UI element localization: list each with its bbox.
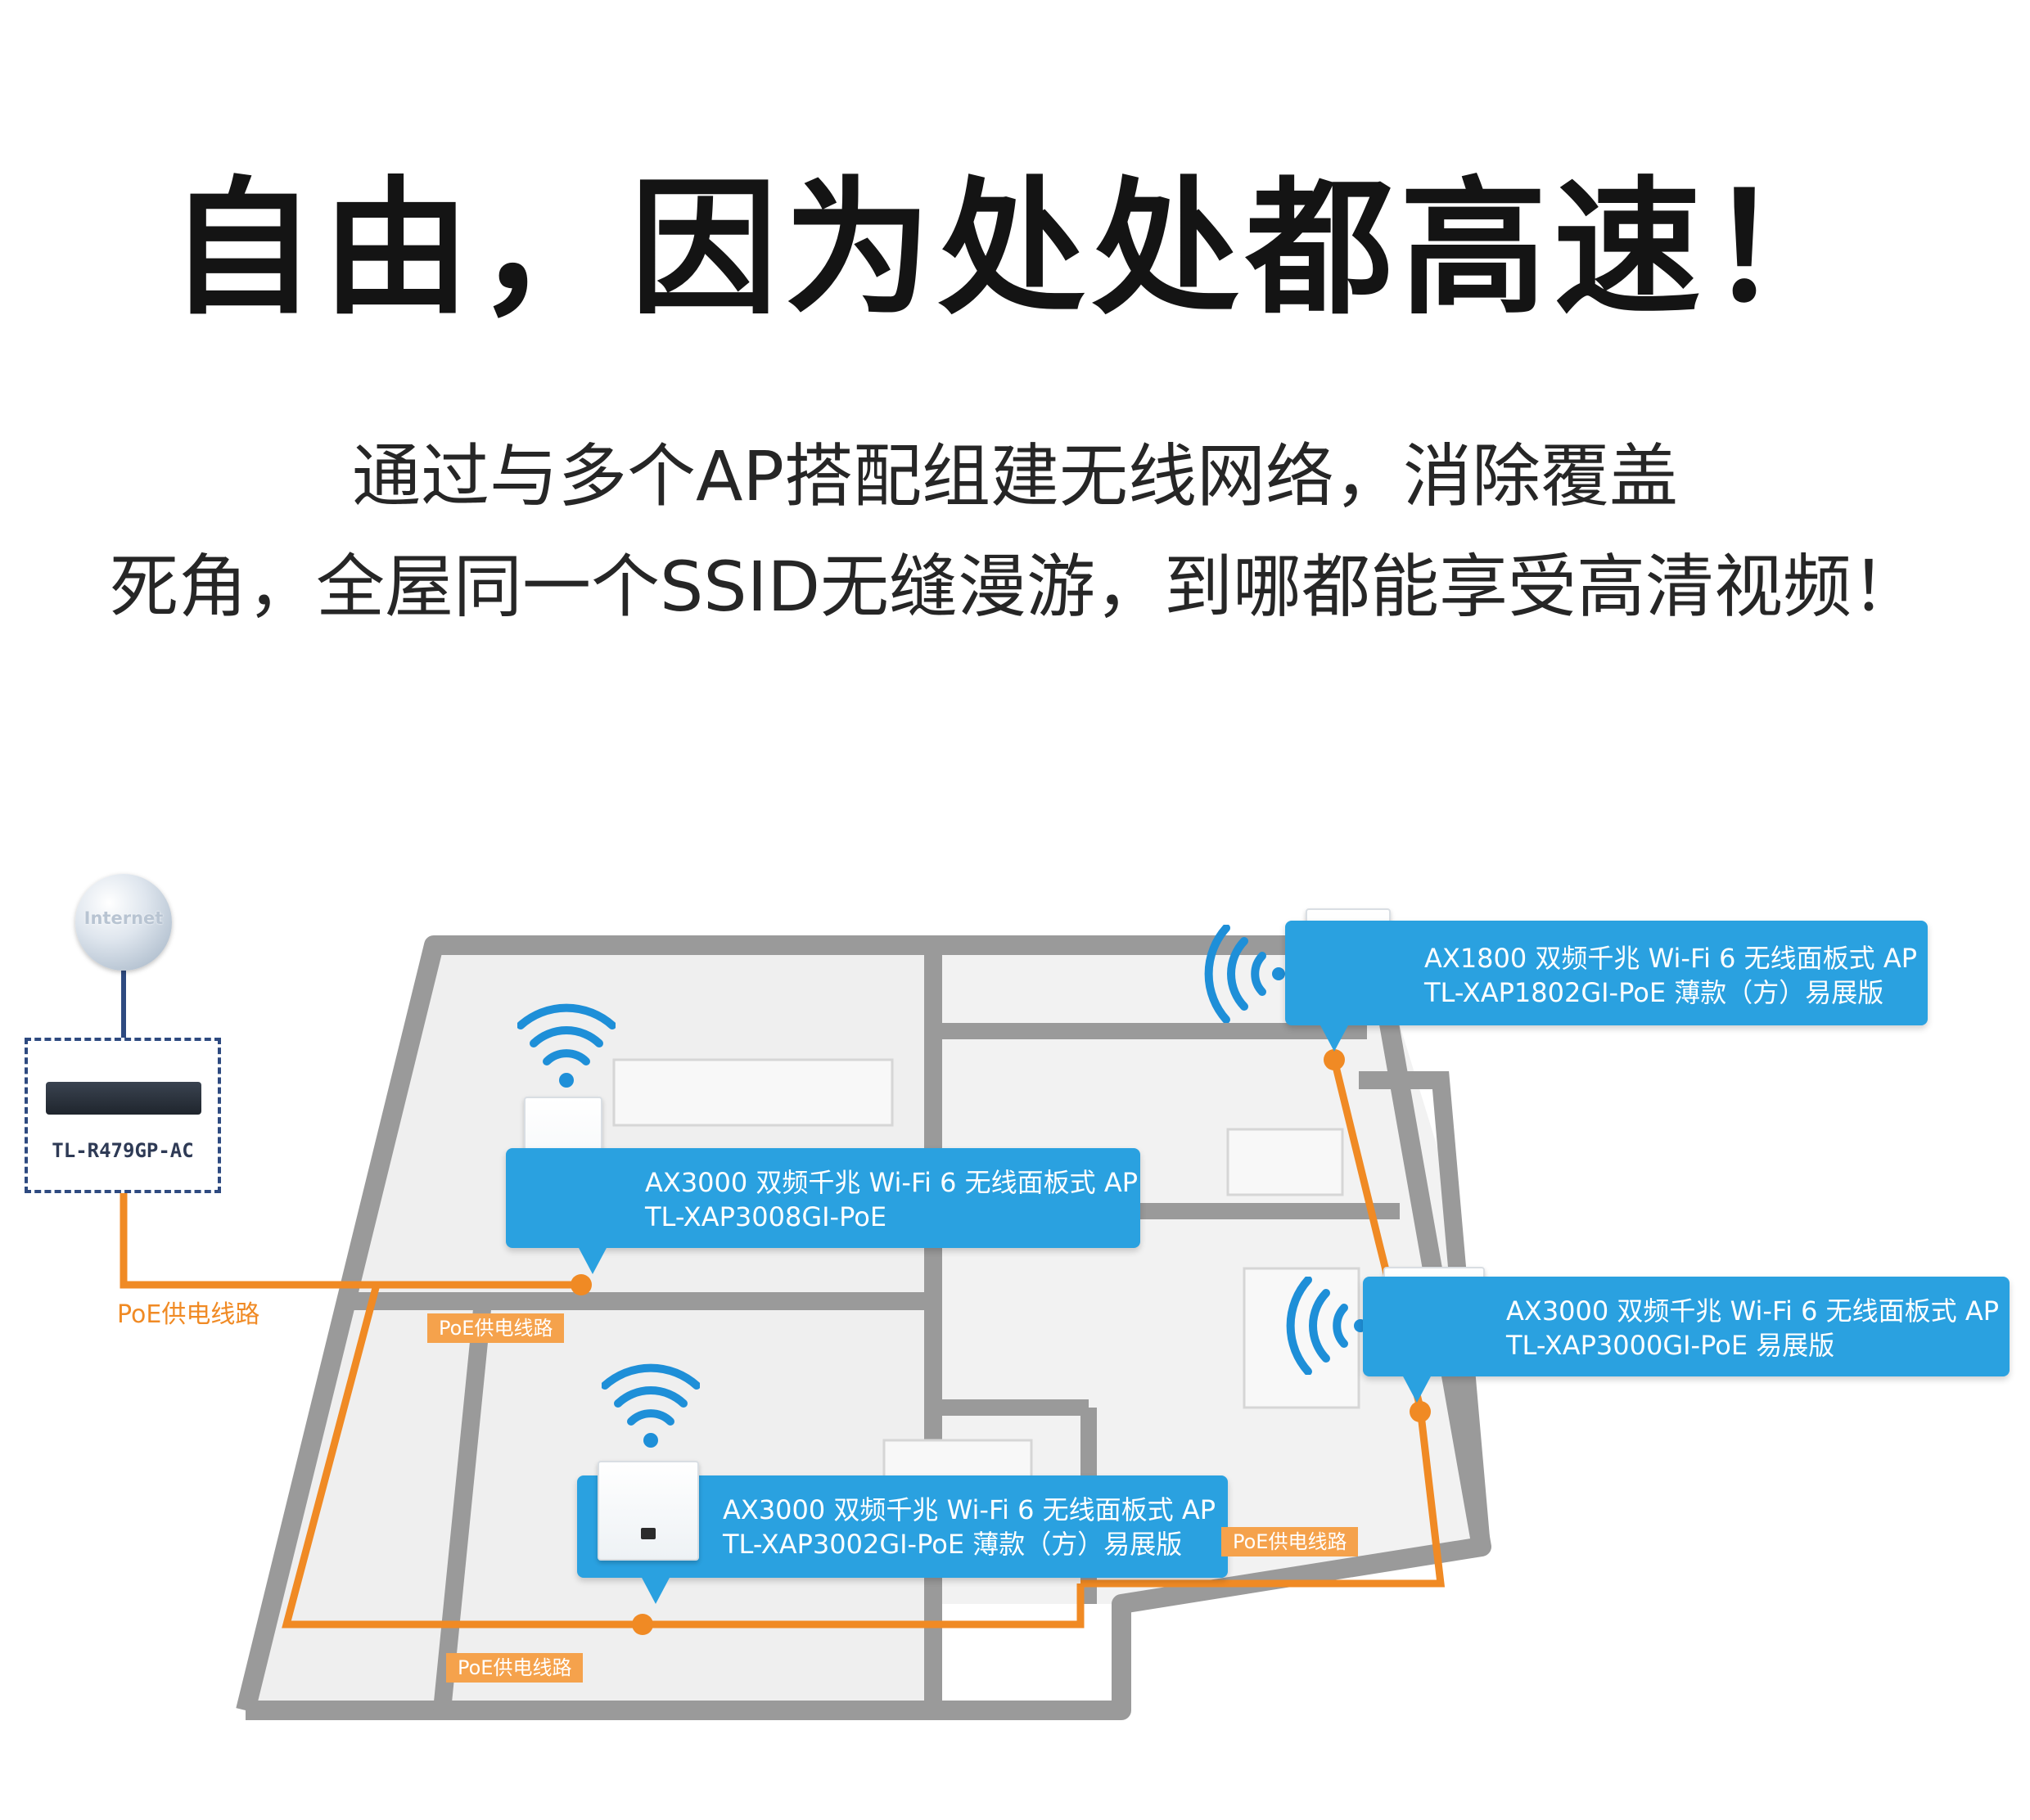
ap-callout-4-line2: TL-XAP3002GI-PoE 薄款（方）易展版	[723, 1529, 1183, 1560]
internet-label: Internet	[83, 908, 164, 928]
ap-callout-1-line1: AX1800 双频千兆 Wi-Fi 6 无线面板式 AP	[1424, 943, 1918, 974]
ap-callout-2-line2: TL-XAP3008GI-PoE	[645, 1201, 887, 1232]
wifi-signal-icon	[1204, 925, 1285, 1023]
subtitle-line-2: 死角，全屋同一个SSID无缝漫游，到哪都能享受高清视频！	[109, 547, 1921, 627]
ap-callout-2-line1: AX3000 双频千兆 Wi-Fi 6 无线面板式 AP	[645, 1167, 1139, 1198]
router-label: TL-R479GP-AC	[52, 1139, 194, 1162]
router: TL-R479GP-AC	[25, 1038, 221, 1193]
subtitle-line-1: 通过与多个AP搭配组建无线网络，消除覆盖	[351, 436, 1679, 516]
poe-junction-dot	[1410, 1401, 1431, 1422]
poe-line-label: PoE供电线路	[117, 1300, 260, 1329]
poe-cable-left-loop	[282, 1283, 1085, 1629]
wifi-signal-icon	[517, 1003, 616, 1088]
wifi-signal-icon	[1286, 1277, 1367, 1375]
poe-tag-3: PoE供电线路	[446, 1653, 584, 1683]
poe-cable-main	[120, 1193, 581, 1289]
ap-callout-2: AX3000 双频千兆 Wi-Fi 6 无线面板式 AP TL-XAP3008G…	[506, 1148, 1140, 1274]
ap-callout-4-line1: AX3000 双频千兆 Wi-Fi 6 无线面板式 AP	[723, 1494, 1216, 1525]
ap-callout-1: AX1800 双频千兆 Wi-Fi 6 无线面板式 AP TL-XAP1802G…	[1285, 921, 1928, 1052]
wifi-signal-icon	[602, 1363, 700, 1448]
furniture-bed	[612, 1058, 894, 1127]
poe-junction-dot	[632, 1614, 653, 1635]
headline: 自由，因为处处都高速！	[168, 164, 1861, 335]
ap-callout-1-line2: TL-XAP1802GI-PoE 薄款（方）易展版	[1424, 977, 1884, 1008]
internet-globe-icon: Internet	[75, 874, 172, 971]
poe-junction-dot	[1324, 1049, 1345, 1070]
router-device-icon	[46, 1082, 201, 1115]
poe-tag-1: PoE供电线路	[427, 1313, 565, 1343]
ap-callout-3-line2: TL-XAP3000GI-PoE 易展版	[1506, 1330, 1835, 1361]
poe-tag-2: PoE供电线路	[1221, 1527, 1359, 1556]
furniture-desk	[1226, 1128, 1344, 1196]
ap-callout-3-line1: AX3000 双频千兆 Wi-Fi 6 无线面板式 AP	[1506, 1295, 2000, 1327]
poe-junction-dot	[571, 1274, 592, 1295]
right-bay-wall	[1359, 1071, 1491, 1547]
ap-device-icon	[598, 1461, 699, 1561]
ap-callout-3: AX3000 双频千兆 Wi-Fi 6 无线面板式 AP TL-XAP3000G…	[1363, 1277, 2010, 1403]
wall-left-room	[433, 1300, 492, 1712]
